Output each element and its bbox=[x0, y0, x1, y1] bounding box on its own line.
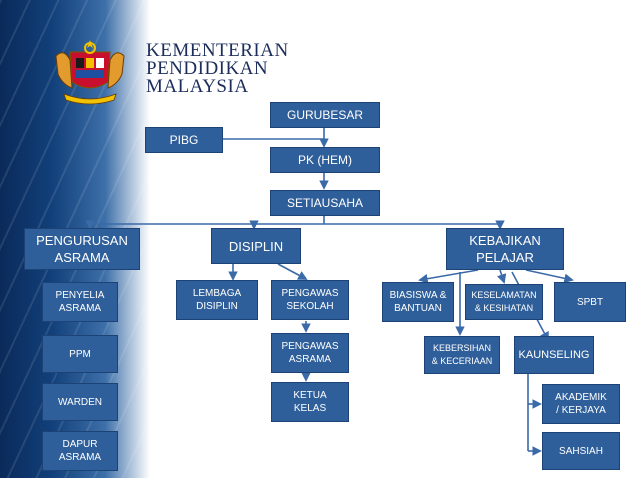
box-pk-hem: PK (HEM) bbox=[270, 147, 380, 173]
box-disiplin: DISIPLIN bbox=[211, 228, 301, 264]
box-biasiswa-bantuan: BIASISWA & BANTUAN bbox=[382, 282, 454, 322]
ministry-line-2: PENDIDIKAN bbox=[146, 58, 269, 79]
box-setiausaha: SETIAUSAHA bbox=[270, 190, 380, 216]
coat-of-arms-logo bbox=[55, 40, 125, 105]
box-warden: WARDEN bbox=[42, 383, 118, 421]
box-keselamatan-kesihatan: KESELAMATAN & KESIHATAN bbox=[465, 284, 543, 320]
box-pengurusan-asrama: PENGURUSAN ASRAMA bbox=[24, 228, 140, 270]
box-sahsiah: SAHSIAH bbox=[542, 432, 620, 470]
ministry-line-3: MALAYSIA bbox=[146, 76, 249, 97]
box-ppm: PPM bbox=[42, 335, 118, 373]
box-dapur-asrama: DAPUR ASRAMA bbox=[42, 431, 118, 471]
box-kaunseling: KAUNSELING bbox=[514, 336, 594, 374]
box-lembaga-disiplin: LEMBAGA DISIPLIN bbox=[176, 280, 258, 320]
box-gurubesar: GURUBESAR bbox=[270, 102, 380, 128]
box-spbt: SPBT bbox=[554, 282, 626, 322]
box-pengawas-asrama: PENGAWAS ASRAMA bbox=[271, 333, 349, 373]
box-ketua-kelas: KETUA KELAS bbox=[271, 382, 349, 422]
box-penyelia-asrama: PENYELIA ASRAMA bbox=[42, 282, 118, 322]
box-kebajikan-pelajar: KEBAJIKAN PELAJAR bbox=[446, 228, 564, 270]
ministry-line-1: KEMENTERIAN bbox=[146, 40, 289, 61]
box-pibg: PIBG bbox=[145, 127, 223, 153]
box-akademik-kerjaya: AKADEMIK / KERJAYA bbox=[542, 384, 620, 424]
box-pengawas-sekolah: PENGAWAS SEKOLAH bbox=[271, 280, 349, 320]
ministry-wordmark: KEMENTERIAN PENDIDIKAN MALAYSIA bbox=[146, 40, 289, 97]
box-kebersihan-keceriaan: KEBERSIHAN & KECERIAAN bbox=[424, 336, 500, 374]
